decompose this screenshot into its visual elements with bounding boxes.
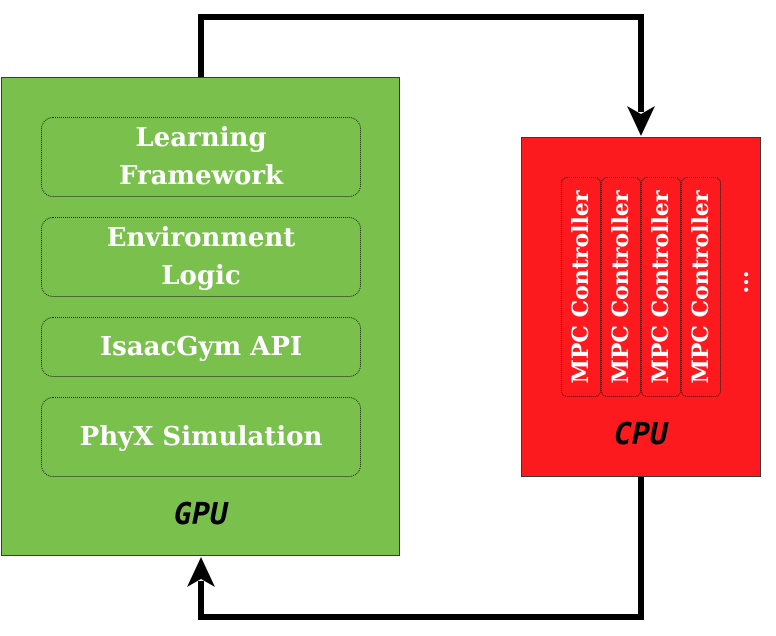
module-label: PhyX Simulation	[79, 422, 323, 452]
cpu-label: CPU	[613, 417, 669, 452]
module-label-line1: Learning	[135, 123, 267, 153]
mpc-controller-3: MPC Controller	[641, 177, 681, 397]
gpu-to-cpu-arrowhead	[627, 106, 655, 136]
more-controllers-ellipsis: ...	[728, 270, 754, 294]
module-label-line2: Framework	[118, 161, 284, 191]
mpc-controller-1: MPC Controller	[561, 177, 601, 397]
isaacgym-api-module: IsaacGym API	[41, 317, 361, 377]
mpc-controller-label: MPC Controller	[568, 190, 594, 384]
gpu-to-cpu-arrow	[198, 14, 644, 112]
mpc-controller-2: MPC Controller	[601, 177, 641, 397]
mpc-controller-4: MPC Controller	[681, 177, 721, 397]
module-label: IsaacGym API	[99, 332, 303, 362]
cpu-to-gpu-arrowhead	[187, 557, 215, 587]
phyx-simulation-module: PhyX Simulation	[41, 397, 361, 477]
learning-framework-module: Learning Framework	[41, 117, 361, 197]
environment-logic-module: Environment Logic	[41, 217, 361, 297]
gpu-label: GPU	[173, 497, 229, 532]
mpc-controller-label: MPC Controller	[648, 190, 674, 384]
cpu-to-gpu-arrow	[198, 477, 644, 620]
module-label-line2: Logic	[161, 261, 241, 291]
mpc-controller-label: MPC Controller	[688, 190, 714, 384]
mpc-controller-label: MPC Controller	[608, 190, 634, 384]
module-label-line1: Environment	[106, 223, 296, 253]
